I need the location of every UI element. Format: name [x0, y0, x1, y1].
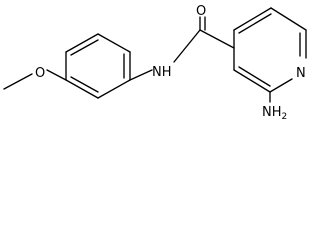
bond	[199, 29, 235, 49]
bond	[65, 79, 99, 99]
bond	[270, 7, 307, 31]
molecule-structure: O NH N NH2 O	[3, 4, 307, 122]
bond	[70, 76, 99, 93]
ether-oxygen-label: O	[35, 66, 45, 81]
bond	[238, 13, 272, 34]
amino-subscript: 2	[282, 112, 288, 122]
methoxy-group	[3, 69, 67, 90]
benzene-ring	[65, 33, 131, 99]
bond	[129, 69, 153, 81]
pyridine-ring	[233, 7, 307, 93]
pyridine-nitrogen-label: N	[296, 66, 306, 81]
bond	[233, 7, 272, 31]
bond	[70, 39, 99, 56]
bond	[233, 69, 271, 93]
amide-group	[173, 16, 235, 63]
bond	[46, 69, 67, 81]
carbonyl-oxygen-label: O	[196, 4, 206, 19]
bond	[97, 79, 131, 99]
bond	[3, 73, 33, 90]
amino-group-label: NH2	[262, 105, 287, 122]
bond	[65, 33, 99, 53]
bond	[97, 33, 131, 53]
bond	[269, 78, 293, 93]
amide-nh-label: NH	[152, 65, 172, 80]
amino-nh: NH	[262, 105, 282, 120]
bond	[238, 66, 271, 87]
bond	[173, 29, 201, 63]
